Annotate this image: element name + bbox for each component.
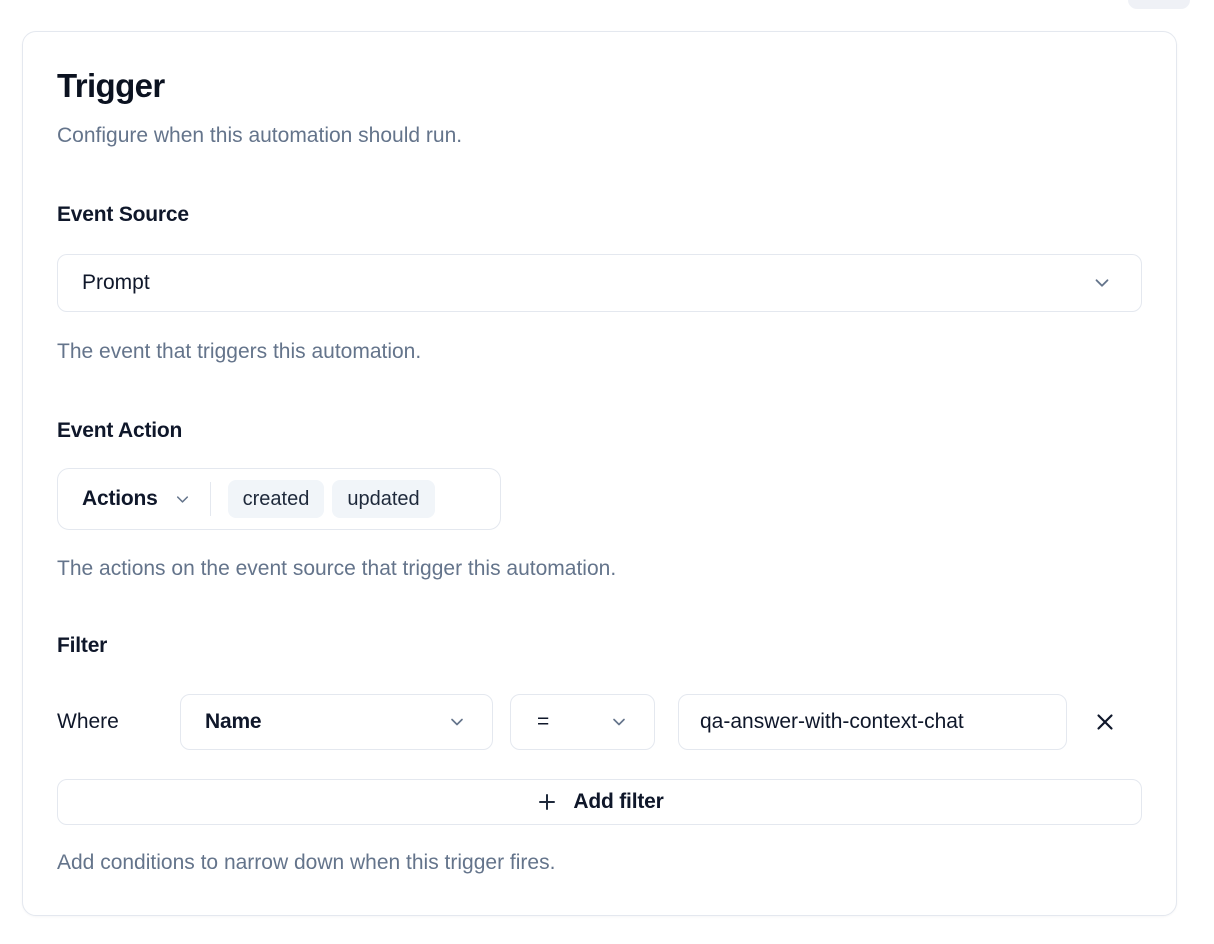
filter-label: Filter bbox=[57, 634, 108, 657]
event-action-control: Actions created updated bbox=[57, 468, 501, 530]
filter-field-select[interactable]: Name bbox=[180, 694, 493, 750]
event-action-label: Event Action bbox=[57, 419, 183, 442]
chevron-down-icon bbox=[447, 712, 467, 732]
filter-condition-row: Where Name = bbox=[57, 694, 1142, 750]
close-icon bbox=[1092, 709, 1118, 735]
cutoff-element bbox=[1128, 0, 1190, 9]
add-filter-label: Add filter bbox=[573, 790, 664, 813]
event-source-select[interactable]: Prompt bbox=[57, 254, 1142, 312]
where-label: Where bbox=[57, 710, 119, 733]
event-source-help: The event that triggers this automation. bbox=[57, 340, 422, 363]
actions-dropdown-label: Actions bbox=[82, 487, 158, 510]
action-badge-updated: updated bbox=[332, 480, 435, 518]
plus-icon bbox=[535, 790, 559, 814]
filter-field-value: Name bbox=[205, 710, 262, 733]
event-source-value: Prompt bbox=[82, 271, 150, 294]
page-title: Trigger bbox=[57, 67, 165, 104]
selected-actions: created updated bbox=[227, 480, 435, 518]
divider bbox=[209, 482, 211, 516]
filter-value-input[interactable] bbox=[678, 694, 1067, 750]
event-action-help: The actions on the event source that tri… bbox=[57, 557, 617, 580]
filter-operator-value: = bbox=[537, 710, 550, 733]
page-subtitle: Configure when this automation should ru… bbox=[57, 124, 463, 147]
filter-help: Add conditions to narrow down when this … bbox=[57, 851, 556, 874]
add-filter-button[interactable]: Add filter bbox=[57, 779, 1142, 825]
actions-dropdown[interactable]: Actions bbox=[82, 487, 192, 511]
chevron-down-icon bbox=[609, 712, 629, 732]
event-source-label: Event Source bbox=[57, 203, 189, 226]
remove-filter-button[interactable] bbox=[1067, 694, 1142, 750]
trigger-card: Trigger Configure when this automation s… bbox=[22, 31, 1177, 916]
action-badge-created: created bbox=[227, 480, 325, 518]
filter-operator-select[interactable]: = bbox=[510, 694, 655, 750]
chevron-down-icon bbox=[1091, 272, 1113, 294]
chevron-down-icon bbox=[173, 490, 192, 509]
